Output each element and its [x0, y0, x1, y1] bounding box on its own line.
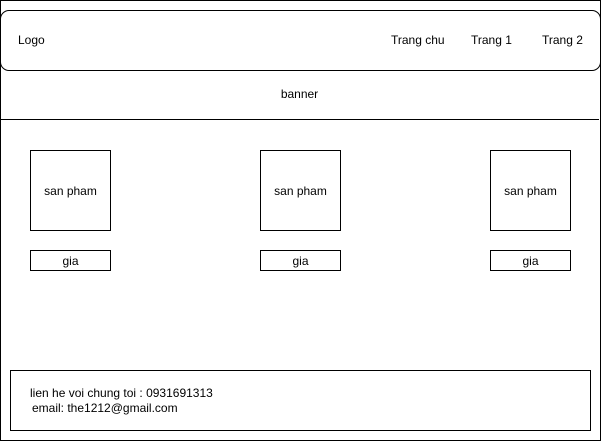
footer-email: email: the1212@gmail.com — [32, 401, 178, 415]
product-card[interactable]: san pham — [30, 150, 111, 231]
footer-contact: lien he voi chung toi : 0931691313 — [30, 386, 213, 400]
footer: lien he voi chung toi : 0931691313 email… — [10, 370, 591, 431]
nav-item-trang-1[interactable]: Trang 1 — [471, 33, 512, 47]
product-name: san pham — [274, 183, 327, 198]
product-price-label: gia — [62, 253, 79, 268]
header: Logo Trang chu Trang 1 Trang 2 — [0, 10, 601, 71]
product-name: san pham — [504, 183, 557, 198]
nav-item-trang-chu[interactable]: Trang chu — [391, 33, 445, 47]
product-price-label: gia — [292, 253, 309, 268]
product-price: gia — [490, 250, 571, 271]
product-card[interactable]: san pham — [490, 150, 571, 231]
banner-label: banner — [280, 87, 319, 101]
product-card[interactable]: san pham — [260, 150, 341, 231]
logo[interactable]: Logo — [18, 33, 45, 47]
product-price-label: gia — [522, 253, 539, 268]
product-name: san pham — [44, 183, 97, 198]
banner: banner — [0, 70, 599, 120]
nav-item-trang-2[interactable]: Trang 2 — [542, 33, 583, 47]
product-price: gia — [260, 250, 341, 271]
product-price: gia — [30, 250, 111, 271]
